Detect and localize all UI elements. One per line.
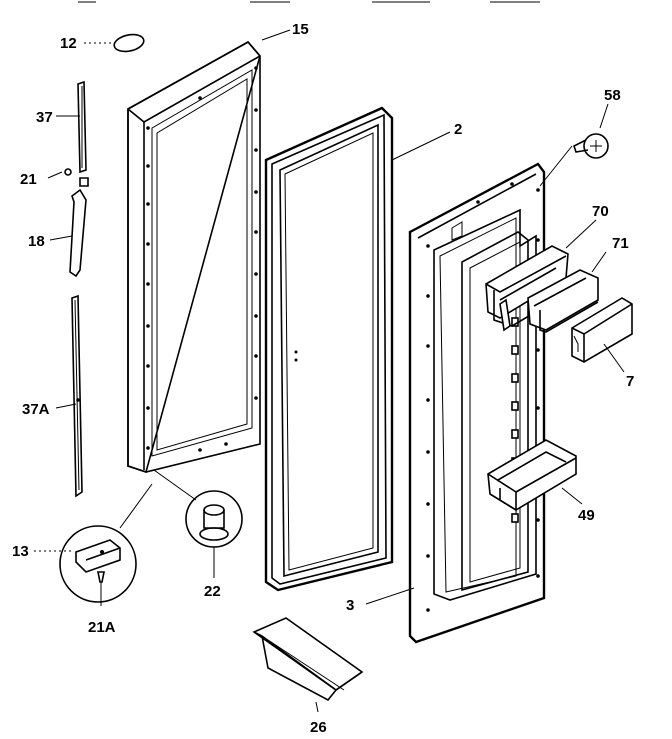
part-26-bin (252, 617, 364, 713)
label-37A: 37A (22, 401, 50, 418)
label-71: 71 (612, 235, 629, 252)
frame-15-screw-holes (146, 66, 258, 452)
label-26: 26 (310, 719, 327, 736)
label-12: 12 (60, 35, 77, 52)
label-58: 58 (604, 87, 621, 104)
part-22-bushing (153, 469, 243, 578)
part-37-hinge-bar (56, 80, 87, 174)
label-7: 7 (626, 373, 634, 390)
part-21-screw (47, 168, 89, 187)
label-49: 49 (578, 507, 595, 524)
part-37A-hinge-bar (55, 294, 83, 498)
liner-3-screw-holes (426, 182, 540, 612)
label-21: 21 (20, 171, 37, 188)
part-49-bottom-bin (487, 439, 583, 512)
part-13-hinge-bracket (34, 483, 153, 603)
label-15: 15 (292, 21, 309, 38)
label-18: 18 (28, 233, 45, 250)
part-71-shelf-bin (527, 251, 607, 333)
part-2-door-gasket (264, 106, 451, 592)
part-12-oval-cap (84, 33, 145, 53)
part-18-hinge-link (49, 188, 87, 278)
label-13: 13 (12, 543, 29, 560)
part-7-trim (571, 297, 633, 373)
label-3: 3 (346, 597, 354, 614)
label-2: 2 (454, 121, 462, 138)
label-37: 37 (36, 109, 53, 126)
part-21A-screw (97, 571, 105, 606)
label-22: 22 (204, 583, 221, 600)
part-15-door-frame (127, 29, 291, 474)
label-70: 70 (592, 203, 609, 220)
label-21A: 21A (88, 619, 116, 636)
part-58-screw (539, 103, 609, 187)
